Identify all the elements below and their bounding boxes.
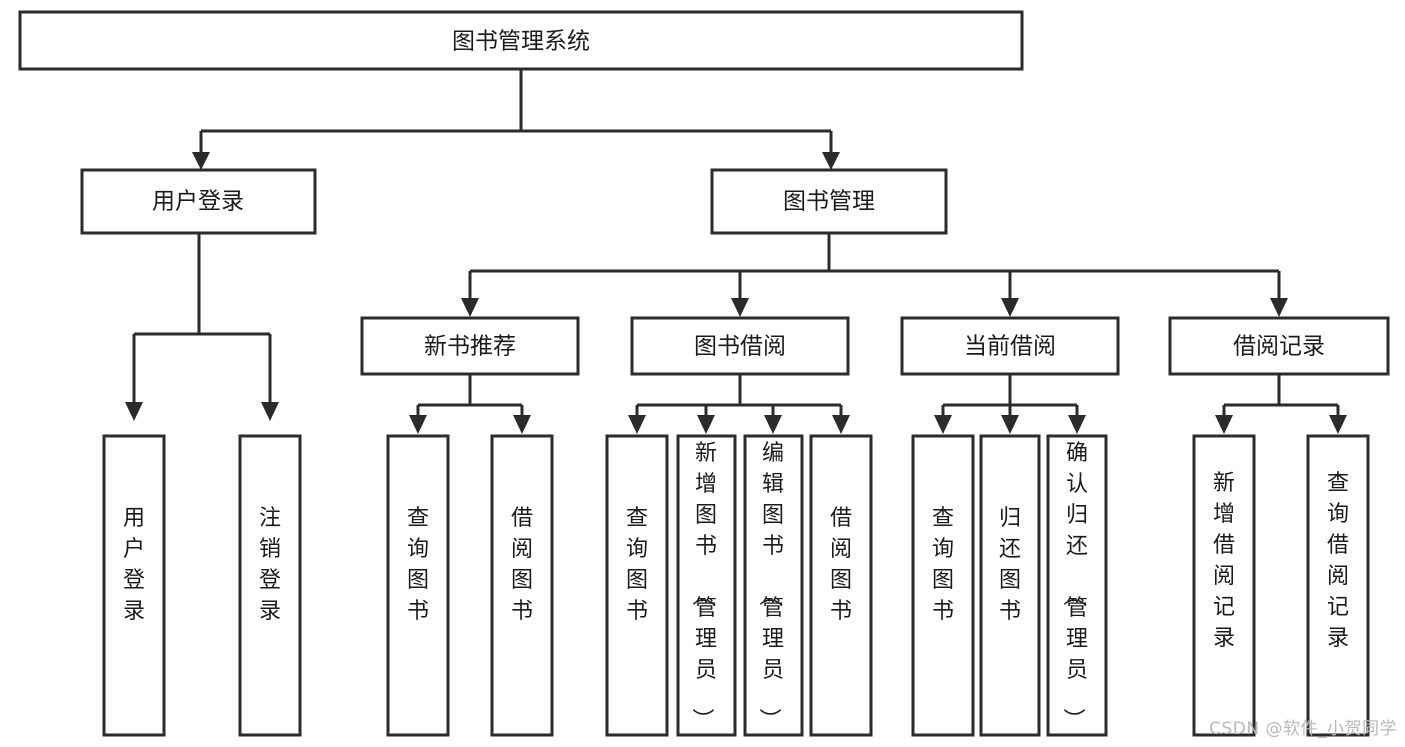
leaf-query-record[interactable]: 查询借阅记录 xyxy=(1306,434,1370,737)
leaf-query-book-1-label: 查询图书 xyxy=(407,506,429,624)
node-user-login[interactable]: 用户登录 xyxy=(80,168,317,235)
arrow-head-leaf-user-logout xyxy=(261,402,279,421)
leaf-borrow-book-1-label: 借阅图书 xyxy=(511,506,533,624)
node-book-management[interactable]: 图书管理 xyxy=(710,168,948,235)
connectors-current-borrow-to-leaves xyxy=(934,375,1086,434)
connectors-borrow-record-to-leaves xyxy=(1215,375,1347,434)
arrow-head-leaf-query-book-1 xyxy=(409,415,427,434)
leaf-borrow-book-2[interactable]: 借阅图书 xyxy=(809,434,873,737)
leaf-return-book-label: 归还图书 xyxy=(999,506,1021,624)
arrow-head-user-login xyxy=(192,152,210,170)
arrow-head-leaf-add-book xyxy=(697,415,715,434)
node-borrow-record-label: 借阅记录 xyxy=(1233,334,1325,360)
leaf-query-book-3[interactable]: 查询图书 xyxy=(911,434,975,737)
connectors-book-borrow-to-leaves xyxy=(628,375,850,434)
leaf-add-book-label: 新增图书（管理员） xyxy=(689,441,717,730)
arrow-head-leaf-query-book-3 xyxy=(934,415,952,434)
leaf-user-logout[interactable]: 注销登录 xyxy=(238,434,302,737)
arrow-head-leaf-add-record xyxy=(1215,415,1233,434)
arrow-head-leaf-confirm-return xyxy=(1068,415,1086,434)
leaf-query-record-label: 查询借阅记录 xyxy=(1327,471,1349,651)
leaf-query-book-3-label: 查询图书 xyxy=(932,506,954,624)
leaf-user-login-label: 用户登录 xyxy=(123,506,145,624)
leaf-user-login[interactable]: 用户登录 xyxy=(102,434,166,737)
node-current-borrow[interactable]: 当前借阅 xyxy=(900,316,1120,376)
connectors-root-to-level2 xyxy=(192,69,840,170)
arrow-head-leaf-borrow-book-1 xyxy=(513,415,531,434)
node-book-borrow-label: 图书借阅 xyxy=(694,334,786,360)
leaf-borrow-book-1[interactable]: 借阅图书 xyxy=(490,434,554,737)
connectors-user-login-to-leaves xyxy=(125,233,279,421)
connectors-book-management-to-level3 xyxy=(461,233,1288,317)
leaf-edit-book-label: 编辑图书（管理员） xyxy=(756,441,784,730)
node-new-book-recommend-label: 新书推荐 xyxy=(424,334,516,360)
leaf-borrow-book-2-label: 借阅图书 xyxy=(830,506,852,624)
leaf-confirm-return[interactable]: 确认归还（管理员） xyxy=(1046,434,1108,737)
arrow-head-leaf-query-book-2 xyxy=(628,415,646,434)
arrow-head-new-book-recommend xyxy=(461,298,479,317)
arrow-head-leaf-user-login xyxy=(125,402,143,421)
leaf-return-book[interactable]: 归还图书 xyxy=(979,434,1041,737)
node-user-login-label: 用户登录 xyxy=(152,189,244,215)
node-book-borrow[interactable]: 图书借阅 xyxy=(630,316,850,376)
arrow-head-book-borrow xyxy=(731,298,749,317)
node-borrow-record[interactable]: 借阅记录 xyxy=(1168,316,1390,376)
leaf-user-logout-label: 注销登录 xyxy=(259,506,281,624)
arrow-head-leaf-query-record xyxy=(1329,415,1347,434)
arrow-head-leaf-return-book xyxy=(1001,415,1019,434)
leaf-query-book-2-label: 查询图书 xyxy=(626,506,648,624)
arrow-head-book-management xyxy=(822,152,840,170)
leaf-edit-book[interactable]: 编辑图书（管理员） xyxy=(743,434,804,737)
arrow-head-current-borrow xyxy=(1001,298,1019,317)
connectors-new-book-recommend-to-leaves xyxy=(409,375,531,434)
arrow-head-leaf-borrow-book-2 xyxy=(832,415,850,434)
arrow-head-leaf-edit-book xyxy=(764,415,782,434)
leaf-confirm-return-label: 确认归还（管理员） xyxy=(1060,441,1088,730)
leaf-add-book[interactable]: 新增图书（管理员） xyxy=(676,434,737,737)
node-book-management-label: 图书管理 xyxy=(783,189,875,215)
node-current-borrow-label: 当前借阅 xyxy=(964,334,1056,360)
node-new-book-recommend[interactable]: 新书推荐 xyxy=(360,316,580,376)
leaf-add-record[interactable]: 新增借阅记录 xyxy=(1192,434,1256,737)
arrow-head-borrow-record xyxy=(1270,298,1288,317)
node-root-label: 图书管理系统 xyxy=(452,29,590,55)
node-root[interactable]: 图书管理系统 xyxy=(18,10,1024,71)
leaf-add-record-label: 新增借阅记录 xyxy=(1213,471,1235,651)
leaf-query-book-1[interactable]: 查询图书 xyxy=(386,434,450,737)
leaf-query-book-2[interactable]: 查询图书 xyxy=(605,434,669,737)
